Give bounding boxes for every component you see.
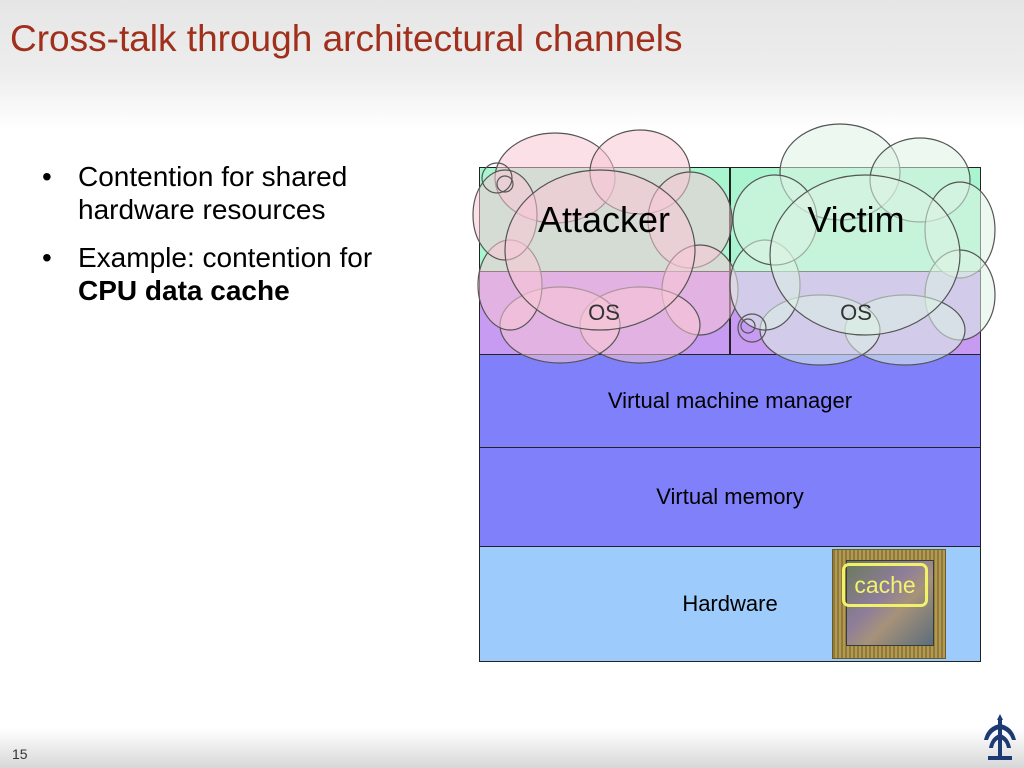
- virtual-memory-label: Virtual memory: [656, 484, 804, 509]
- bullet-bold-text: CPU data cache: [78, 275, 290, 306]
- bullet-item: • Example: contention for CPU data cache: [42, 241, 452, 307]
- victim-cloud-tail: [737, 313, 767, 343]
- app-divider: [729, 167, 731, 355]
- university-logo-icon: [984, 714, 1016, 760]
- bullet-dot-icon: •: [42, 161, 52, 192]
- page-number: 15: [12, 746, 28, 762]
- title-band: [0, 0, 1024, 130]
- footer-band: [0, 728, 1024, 768]
- victim-cloud: [729, 123, 996, 366]
- bullet-text: Contention for shared hardware resources: [78, 161, 348, 225]
- attacker-os-label: OS: [588, 300, 620, 325]
- bullet-text: Example: contention for: [78, 242, 373, 273]
- cache-highlight: cache: [842, 563, 928, 607]
- victim-label: Victim: [807, 198, 905, 240]
- victim-os-label: OS: [840, 300, 872, 325]
- bullet-item: • Contention for shared hardware resourc…: [42, 160, 452, 226]
- attacker-label: Attacker: [537, 198, 671, 240]
- attacker-cloud-tail: [481, 162, 514, 194]
- vmm-layer: Virtual machine manager: [479, 354, 981, 448]
- cache-label: cache: [854, 571, 916, 598]
- cpu-die: [846, 560, 934, 646]
- bullet-dot-icon: •: [42, 242, 52, 273]
- attacker-cloud: [472, 129, 739, 364]
- vmm-label: Virtual machine manager: [607, 388, 853, 413]
- slide-title: Cross-talk through architectural channel…: [10, 18, 683, 59]
- bullet-list: • Contention for shared hardware resourc…: [42, 160, 452, 322]
- hardware-label: Hardware: [682, 591, 778, 616]
